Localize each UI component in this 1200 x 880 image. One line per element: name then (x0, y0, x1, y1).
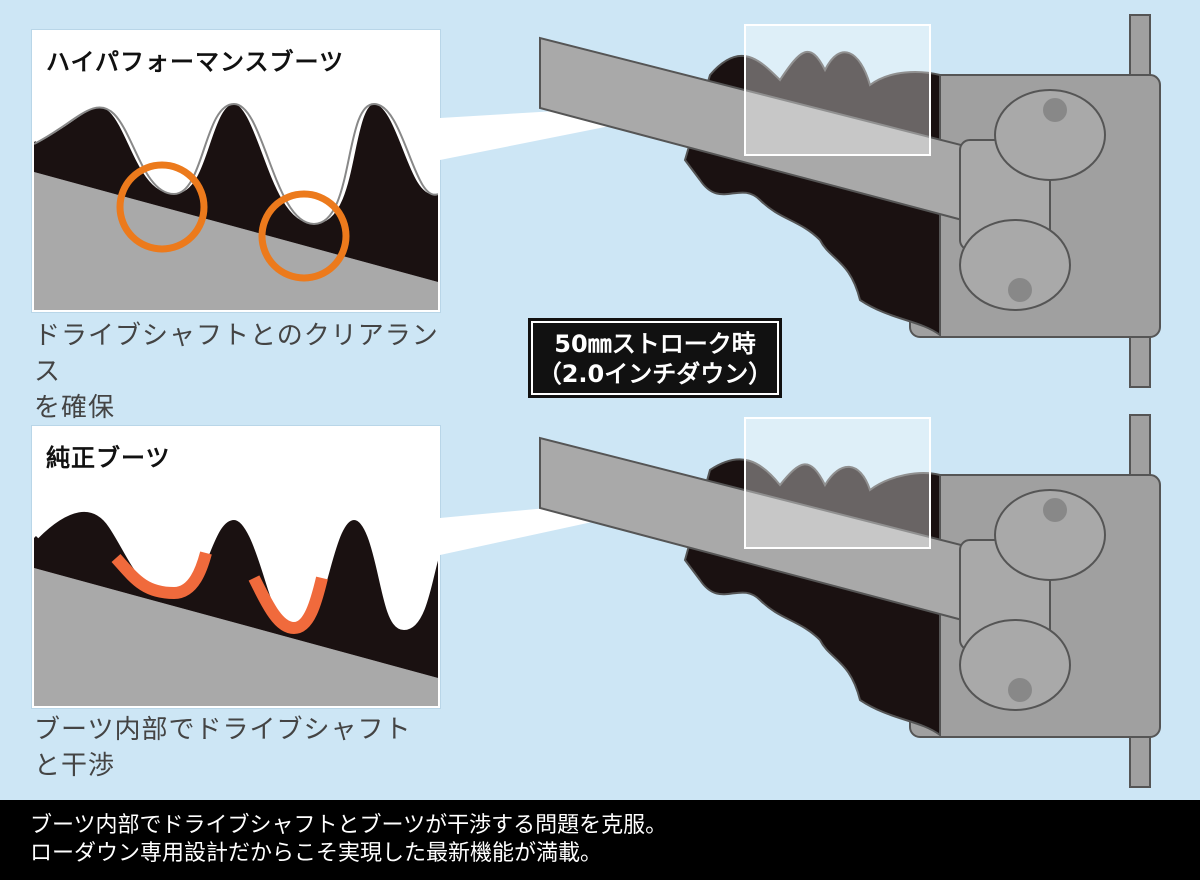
highlight-window-top (744, 24, 931, 156)
high-performance-caption-line2: を確保 (34, 393, 116, 423)
stroke-condition-badge: 50㎜ストローク時 （2.0インチダウン） (528, 318, 782, 398)
roller-upper-top (994, 89, 1106, 181)
footer-line2: ローダウン専用設計だからこそ実現した最新機能が満載。 (30, 841, 603, 866)
high-performance-boot-closeup (34, 91, 438, 310)
stroke-condition-line1: 50㎜ストローク時 (554, 330, 756, 358)
high-performance-caption: ドライブシャフトとのクリアランス を確保 (34, 318, 454, 426)
stroke-condition-line2: （2.0インチダウン） (537, 360, 773, 388)
interference-zone-1 (111, 551, 212, 600)
highlight-window-bottom (744, 417, 931, 549)
stock-boot-title: 純正ブーツ (46, 444, 171, 472)
roller-hub-lower-top (1008, 278, 1032, 302)
clearance-ring-1 (116, 161, 208, 253)
boot-outer-edge (34, 91, 438, 225)
footer-banner: ブーツ内部でドライブシャフトとブーツが干渉する問題を克服。 ローダウン専用設計だ… (0, 800, 1200, 880)
interference-zone-2 (248, 575, 328, 635)
roller-hub-upper-top (1043, 98, 1067, 122)
clearance-ring-2 (258, 190, 350, 282)
stock-boot-diagram (440, 414, 1161, 788)
stock-boot-outer-edge (34, 500, 438, 631)
stock-boot-closeup (34, 500, 438, 706)
roller-hub-upper-bottom (1043, 498, 1067, 522)
roller-lower-top (959, 219, 1071, 311)
stock-boot-body (34, 509, 438, 678)
stock-caption: ブーツ内部でドライブシャフト と干渉 (34, 712, 454, 784)
drive-shaft-closeup (34, 172, 438, 310)
stock-caption-line2: と干渉 (34, 751, 116, 781)
stock-boot-panel: 純正ブーツ (32, 426, 440, 708)
high-performance-boot-panel: ハイパフォーマンスブーツ (32, 30, 440, 312)
roller-lower-bottom (959, 619, 1071, 711)
high-performance-caption-line1: ドライブシャフトとのクリアランス (34, 321, 439, 387)
roller-hub-lower-bottom (1008, 678, 1032, 702)
boot-inner-edge (34, 102, 438, 226)
high-performance-boot-diagram (440, 14, 1161, 388)
boot-body-closeup (34, 102, 438, 282)
high-performance-boot-title: ハイパフォーマンスブーツ (46, 48, 345, 76)
footer-line1: ブーツ内部でドライブシャフトとブーツが干渉する問題を克服。 (30, 813, 668, 838)
drive-shaft-closeup-stock (34, 568, 438, 706)
stock-caption-line1: ブーツ内部でドライブシャフト (34, 715, 412, 745)
roller-upper-bottom (994, 489, 1106, 581)
